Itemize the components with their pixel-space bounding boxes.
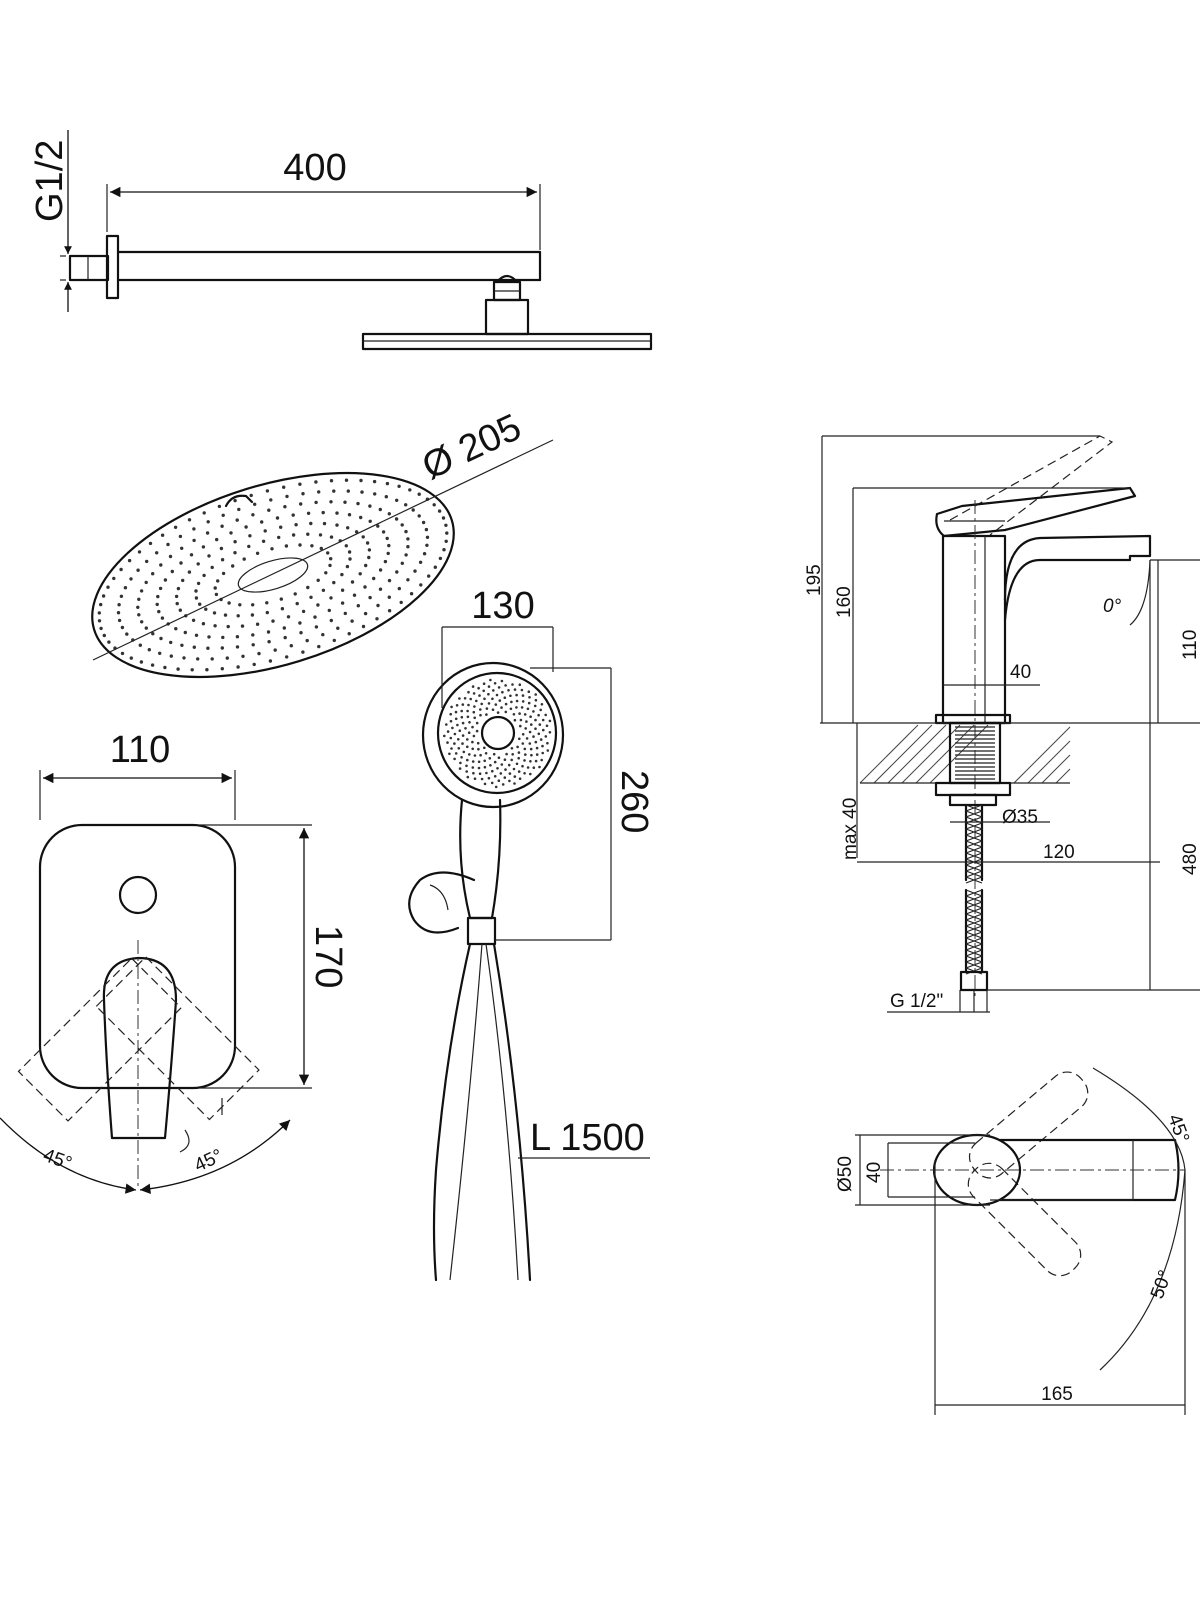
hand-length-label: 260 xyxy=(613,770,655,833)
body-height-label: 160 xyxy=(834,586,855,618)
shank-diameter-label: Ø35 xyxy=(1002,807,1038,828)
faucet-spout xyxy=(1003,534,1152,622)
hand-shower-head xyxy=(421,661,565,809)
top-diameter-label: Ø50 xyxy=(835,1156,856,1192)
total-height-label: 195 xyxy=(804,564,825,596)
hose-length-label: L 1500 xyxy=(530,1117,645,1159)
countertop-hatch xyxy=(859,724,1071,784)
faucet-side-view: 195 160 0° 110 40 max 40 Ø35 120 480 G 1… xyxy=(804,435,1200,1013)
top-inner-label: 40 xyxy=(864,1162,885,1183)
top-length-label: 165 xyxy=(1041,1384,1073,1405)
shower-hose xyxy=(432,942,472,1282)
faucet-lever xyxy=(935,486,1137,538)
rain-head-nozzles xyxy=(97,478,449,672)
hose-nut xyxy=(959,970,989,992)
rain-head-face xyxy=(91,471,455,679)
mixer-plate-view: 110 170 45° 45° xyxy=(0,729,349,1195)
shower-arm-view: 400 G1/2 xyxy=(29,130,653,351)
arm-thread-label: G1/2 xyxy=(29,140,71,222)
hand-width-label: 130 xyxy=(471,585,534,627)
diverter-button xyxy=(118,875,158,915)
faucet-body xyxy=(941,534,1007,725)
base-width-label: 40 xyxy=(1010,662,1031,683)
max-deck-label: max 40 xyxy=(840,798,861,860)
head-diameter-label: Ø 205 xyxy=(416,406,528,488)
plate-width-label: 110 xyxy=(110,729,171,771)
hand-shower-nozzles xyxy=(443,678,552,789)
rain-head-perspective: Ø 205 xyxy=(91,406,554,679)
top-angle-front-label: 50° xyxy=(1147,1268,1177,1302)
faucet-thread-label: G 1/2" xyxy=(890,991,943,1012)
hand-shower-handle xyxy=(459,798,502,920)
hose-length-faucet-label: 480 xyxy=(1180,843,1200,875)
spout-height-label: 110 xyxy=(1180,630,1200,660)
hand-shower-view: 130 260 L 1500 xyxy=(408,585,655,1282)
mixer-handle xyxy=(102,956,178,1140)
mixer-angle-right-label: 45° xyxy=(191,1145,226,1176)
mixer-plate xyxy=(38,823,237,1090)
plate-height-label: 170 xyxy=(307,925,349,988)
wall-holder xyxy=(408,871,476,934)
faucet-top-view: 45° 50° Ø50 40 165 xyxy=(835,1067,1193,1415)
lever-angle-label: 0° xyxy=(1103,596,1122,617)
arm-length-label: 400 xyxy=(283,147,346,189)
reach-label: 120 xyxy=(1043,842,1075,863)
arm-thread xyxy=(68,254,110,282)
